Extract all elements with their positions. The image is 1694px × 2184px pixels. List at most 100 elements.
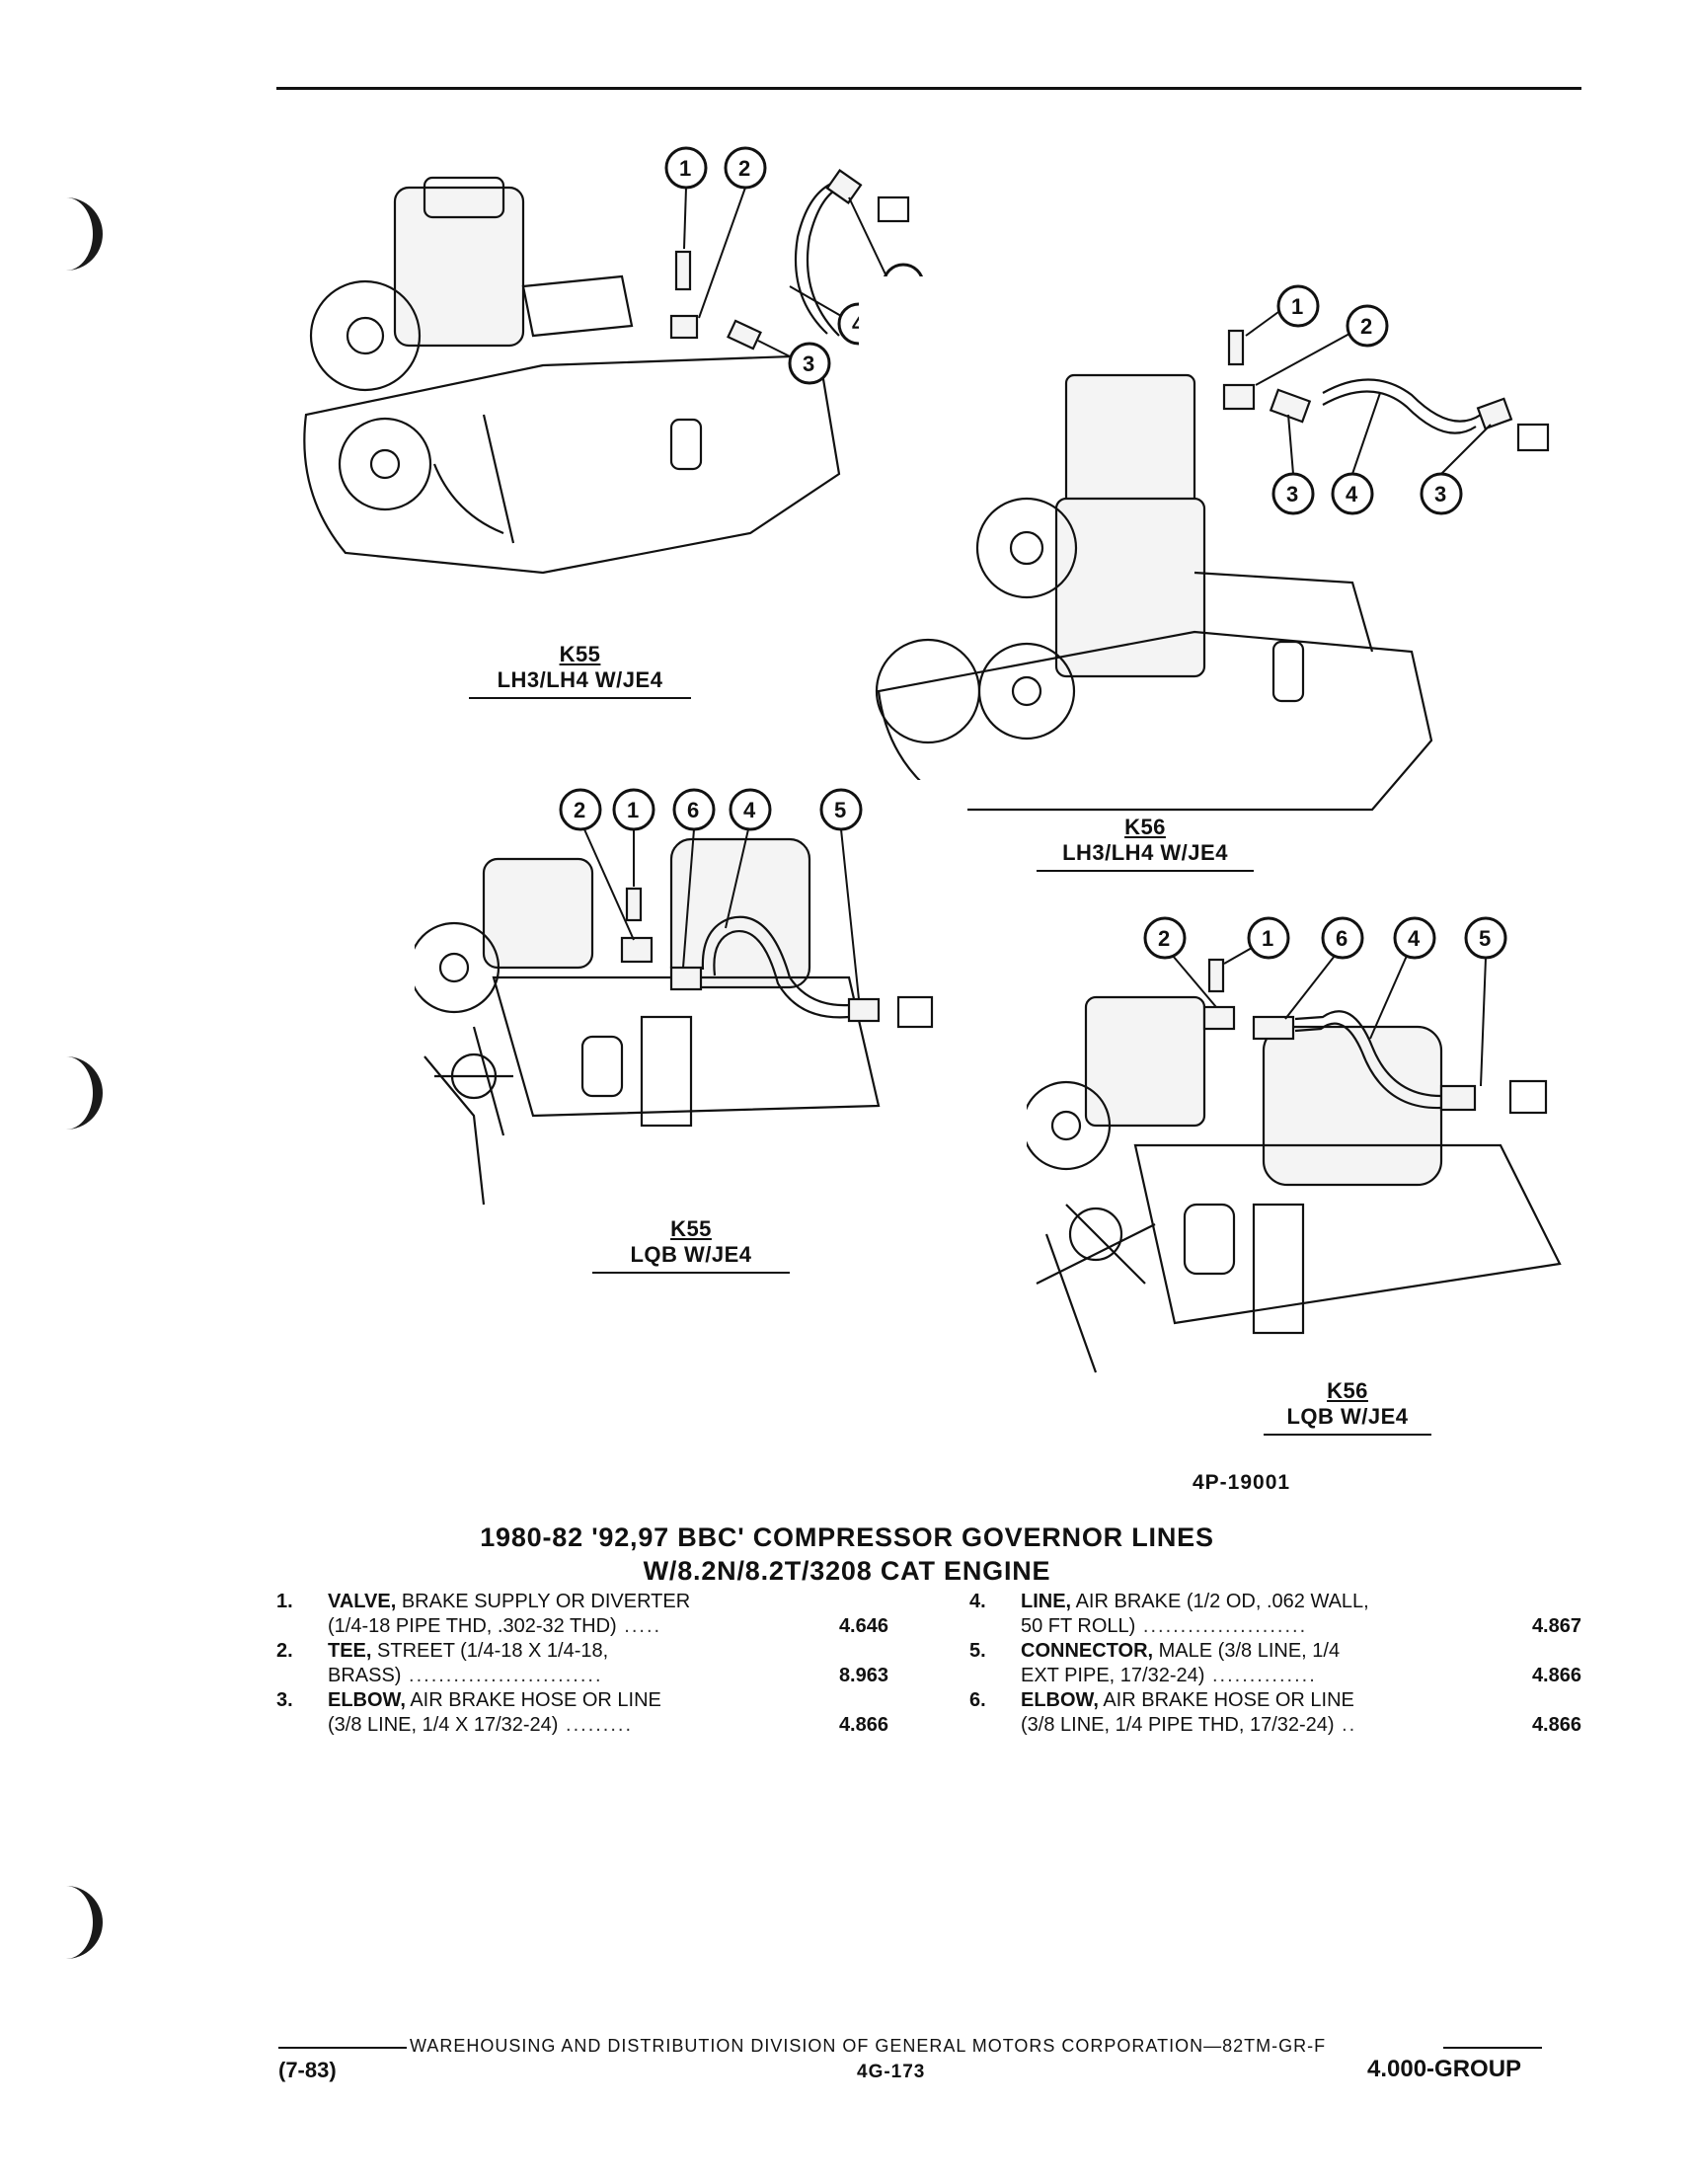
part-group-code: 4.866 (838, 1714, 888, 1736)
part-name: VALVE, (328, 1591, 397, 1612)
part-item-6: 6. ELBOW, AIR BRAKE HOSE OR LINE (3/8 LI… (969, 1688, 1581, 1738)
leader-lines (583, 828, 860, 1000)
part-spec: (1/4-18 PIPE THD, .302-32 THD) (328, 1615, 617, 1637)
callout-1: 1 (664, 146, 708, 190)
callout-6: 6 (672, 788, 716, 831)
figure-code: K55 (670, 1216, 712, 1241)
callout-4: 4 (1393, 916, 1436, 960)
part-item-4: 4. LINE, AIR BRAKE (1/2 OD, .062 WALL, 5… (969, 1590, 1581, 1639)
air-line-drawing (1222, 329, 1550, 452)
part-group-code: 4.646 (838, 1615, 888, 1637)
callout-1: 1 (1247, 916, 1290, 960)
part-description: AIR BRAKE HOSE OR LINE (405, 1689, 661, 1711)
part-number: 1. (276, 1591, 293, 1612)
part-spec: 50 FT ROLL) (1021, 1615, 1136, 1637)
part-number: 5. (969, 1640, 986, 1662)
part-number: 2. (276, 1640, 293, 1662)
parts-list-right: 4. LINE, AIR BRAKE (1/2 OD, .062 WALL, 5… (969, 1590, 1581, 1738)
part-item-1: 1. VALVE, BRAKE SUPPLY OR DIVERTER (1/4-… (276, 1590, 888, 1639)
callout-3b: 3 (788, 342, 831, 385)
footer-rule-right (1443, 2047, 1542, 2049)
part-name: ELBOW, (1021, 1689, 1099, 1711)
figure-subtitle: LQB W/JE4 (1286, 1404, 1409, 1429)
callout-2: 2 (559, 788, 602, 831)
leader-dots: ..... (616, 1615, 662, 1637)
svg-text:3: 3 (1286, 482, 1298, 507)
svg-text:4: 4 (1346, 482, 1358, 507)
part-number: 6. (969, 1689, 986, 1711)
svg-text:6: 6 (1336, 926, 1348, 951)
footer-page-number: 4G-173 (857, 2062, 926, 2082)
part-description: MALE (3/8 LINE, 1/4 (1153, 1640, 1341, 1662)
leader-dots: ...................... (1135, 1615, 1308, 1637)
title-line-2: W/8.2N/8.2T/3208 CAT ENGINE (643, 1556, 1051, 1586)
svg-text:2: 2 (738, 156, 750, 181)
callout-6: 6 (1321, 916, 1364, 960)
svg-text:5: 5 (834, 798, 846, 822)
part-spec: EXT PIPE, 17/32-24) (1021, 1665, 1205, 1686)
engine-drawing (875, 373, 1433, 812)
engine-illustration-k56-lh3: 1 2 3 4 3 (859, 276, 1570, 829)
callout-1: 1 (1276, 284, 1320, 328)
svg-text:1: 1 (679, 156, 691, 181)
parts-list-left: 1. VALVE, BRAKE SUPPLY OR DIVERTER (1/4-… (276, 1590, 888, 1738)
part-name: TEE, (328, 1640, 372, 1662)
figure-label-k55-lqb: K55 LQB W/JE4 (592, 1216, 790, 1274)
part-description: AIR BRAKE (1/2 OD, .062 WALL, (1071, 1591, 1369, 1612)
svg-text:2: 2 (1158, 926, 1170, 951)
top-rule (276, 87, 1581, 90)
figure-label-k55-lh3: K55 LH3/LH4 W/JE4 (469, 642, 691, 699)
binder-hole (59, 1886, 103, 1959)
engine-drawing (1027, 995, 1562, 1373)
figure-subtitle: LH3/LH4 W/JE4 (497, 667, 663, 692)
footer-group: 4.000-GROUP (1367, 2056, 1522, 2082)
binder-hole (59, 1056, 103, 1130)
footer-date: (7-83) (278, 2058, 337, 2082)
engine-illustration-k55-lh3: 1 2 3 4 3 (286, 138, 938, 652)
svg-text:3: 3 (803, 351, 814, 376)
callout-4: 4 (1331, 472, 1374, 515)
part-item-3: 3. ELBOW, AIR BRAKE HOSE OR LINE (3/8 LI… (276, 1688, 888, 1738)
engine-drawing (415, 837, 881, 1206)
callout-5: 5 (1464, 916, 1507, 960)
part-group-code: 8.963 (838, 1665, 888, 1686)
leader-dots: ......... (558, 1714, 634, 1736)
binder-hole (59, 197, 103, 271)
part-spec: (3/8 LINE, 1/4 X 17/32-24) (328, 1714, 559, 1736)
callout-2: 2 (1346, 304, 1389, 348)
air-line-drawing (620, 887, 934, 1029)
part-description: STREET (1/4-18 X 1/4-18, (371, 1640, 609, 1662)
part-name: CONNECTOR, (1021, 1640, 1154, 1662)
figure-code: K56 (1327, 1378, 1368, 1403)
svg-text:5: 5 (1479, 926, 1491, 951)
part-spec: (3/8 LINE, 1/4 PIPE THD, 17/32-24) (1021, 1714, 1335, 1736)
air-line-drawing (669, 169, 910, 351)
leader-dots: .. (1334, 1714, 1357, 1736)
svg-text:4: 4 (1408, 926, 1421, 951)
part-group-code: 4.866 (1531, 1714, 1581, 1736)
air-line-drawing (1202, 958, 1548, 1115)
svg-text:1: 1 (627, 798, 639, 822)
callout-3b: 3 (1420, 472, 1463, 515)
part-group-code: 4.867 (1531, 1615, 1581, 1637)
part-name: ELBOW, (328, 1689, 406, 1711)
engine-illustration-k55-lqb: 2 1 6 4 5 (415, 780, 967, 1214)
svg-text:6: 6 (687, 798, 699, 822)
callout-1: 1 (612, 788, 655, 831)
title-line-1: 1980-82 '92,97 BBC' COMPRESSOR GOVERNOR … (480, 1522, 1214, 1552)
part-name: LINE, (1021, 1591, 1072, 1612)
figure-subtitle: LQB W/JE4 (630, 1242, 752, 1267)
footer-publisher-line: WAREHOUSING AND DISTRIBUTION DIVISION OF… (410, 2036, 1327, 2056)
svg-text:2: 2 (1360, 314, 1372, 339)
part-number: 4. (969, 1591, 986, 1612)
svg-text:4: 4 (743, 798, 756, 822)
callout-5: 5 (819, 788, 863, 831)
engine-illustration-k56-lqb: 2 1 6 4 5 (1027, 908, 1579, 1382)
svg-text:1: 1 (1291, 294, 1303, 319)
callout-2: 2 (724, 146, 767, 190)
callout-3: 3 (1271, 472, 1315, 515)
figure-code: K56 (1124, 815, 1166, 839)
illustration-number: 4P-19001 (1193, 1471, 1291, 1494)
part-item-5: 5. CONNECTOR, MALE (3/8 LINE, 1/4 EXT PI… (969, 1639, 1581, 1688)
part-spec: BRASS) (328, 1665, 402, 1686)
